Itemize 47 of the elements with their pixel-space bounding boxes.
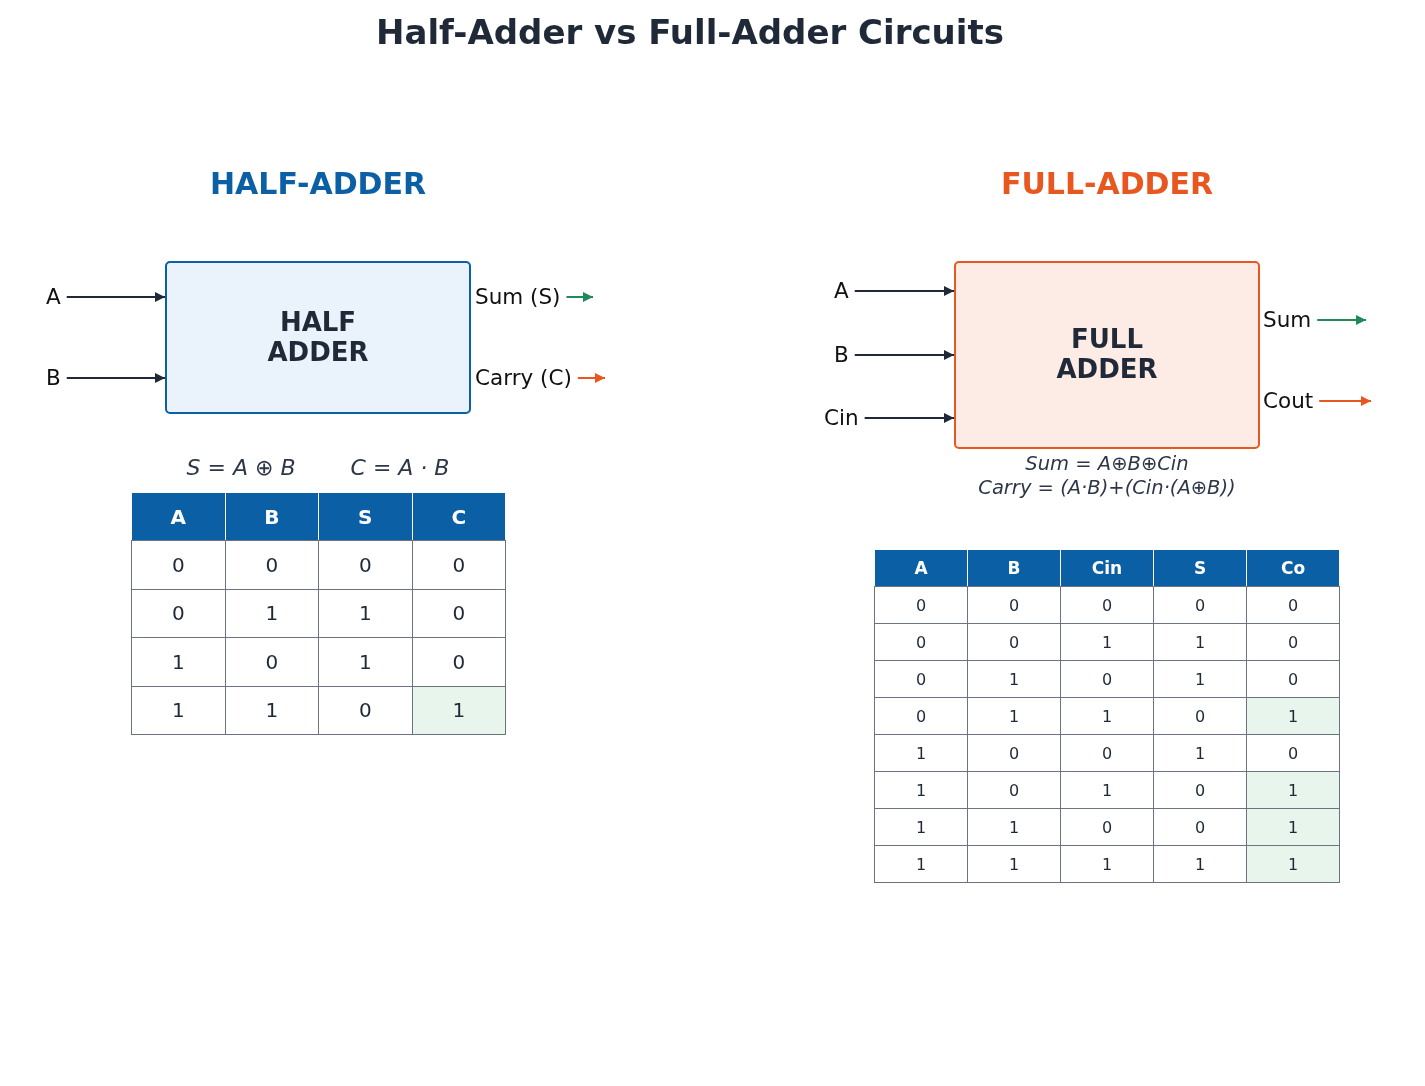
diagram-title: Half-Adder vs Full-Adder Circuits [376, 11, 1004, 53]
input-label: A [46, 284, 61, 310]
arrow [576, 373, 606, 383]
output-label: Sum (S) [475, 284, 561, 310]
output-label: Carry (C) [475, 365, 572, 391]
output-label: Cout [1263, 388, 1314, 414]
arrow [65, 292, 166, 302]
input-label: A [834, 278, 849, 304]
formula: C = A · B [350, 454, 450, 482]
table-header: Cin [1060, 549, 1154, 587]
section-heading: FULL-ADDER [1000, 166, 1214, 202]
formula: Sum = A⊕B⊕Cin [1025, 452, 1189, 476]
table-cell: 0 [874, 586, 968, 624]
formula: S = A ⊕ B [186, 454, 296, 482]
table-cell: 1 [411, 685, 506, 735]
table-header: S [1153, 549, 1247, 587]
table-header: B [224, 492, 319, 541]
table-cell: 0 [131, 540, 226, 590]
table-header: Co [1246, 549, 1340, 587]
table-header: A [874, 549, 968, 587]
table-header: B [967, 549, 1061, 587]
output-label: Sum [1263, 307, 1312, 333]
table-cell: 0 [1246, 586, 1340, 624]
table-cell: 1 [874, 845, 968, 883]
input-label: Cin [824, 405, 859, 431]
arrow [1316, 315, 1367, 325]
table-header: A [131, 492, 226, 541]
table-cell: 1 [1246, 845, 1340, 883]
arrow [65, 373, 166, 383]
input-label: B [46, 365, 61, 391]
arrow [1318, 396, 1372, 406]
adder-block: FULL ADDER [954, 261, 1260, 449]
table-header: S [318, 492, 413, 541]
adder-block: HALF ADDER [165, 261, 471, 414]
table-header: C [411, 492, 506, 541]
arrow [853, 286, 955, 296]
arrow [565, 292, 594, 302]
table-cell: 1 [1246, 808, 1340, 846]
input-label: B [834, 342, 849, 368]
table-cell: 1 [1246, 771, 1340, 809]
table-cell: 1 [131, 685, 226, 735]
arrow [853, 350, 955, 360]
section-heading: HALF-ADDER [209, 166, 427, 202]
formula: Carry = (A·B)+(Cin·(A⊕B)) [978, 476, 1236, 500]
arrow [863, 413, 955, 423]
table-cell: 1 [1246, 697, 1340, 735]
table-cell: 0 [411, 540, 506, 590]
